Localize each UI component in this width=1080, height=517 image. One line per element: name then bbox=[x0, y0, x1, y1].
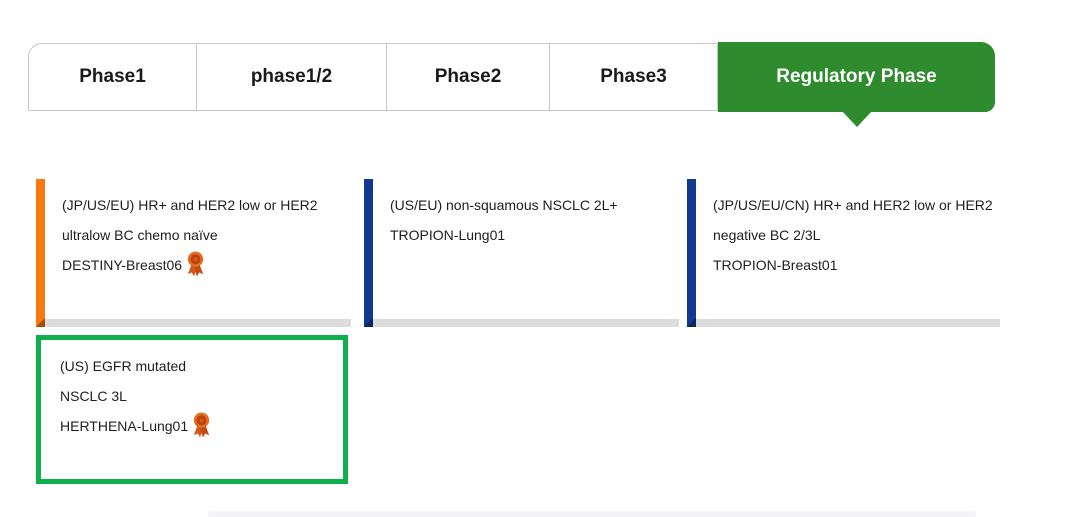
trial-name: HERTHENA-Lung01 bbox=[60, 418, 189, 434]
tab-phase1[interactable]: Phase1 bbox=[28, 43, 197, 111]
card-shadow bbox=[45, 319, 351, 327]
tab-regulatory-phase-active[interactable]: Regulatory Phase bbox=[718, 42, 995, 127]
trial-name: TROPION-Lung01 bbox=[390, 227, 506, 243]
active-tab-pointer-icon bbox=[841, 111, 872, 127]
tab-phase3[interactable]: Phase3 bbox=[550, 43, 718, 111]
tab-label: Phase1 bbox=[79, 66, 146, 87]
trial-card-tropion-breast01[interactable]: (JP/US/EU/CN) HR+ and HER2 low or HER2 n… bbox=[687, 179, 1000, 327]
phase-accent-bar bbox=[687, 179, 696, 327]
trial-description-line: (JP/US/EU/CN) HR+ and HER2 low or HER2 bbox=[713, 197, 993, 213]
card-body: (US/EU) non-squamous NSCLC 2L+ TROPION-L… bbox=[364, 179, 679, 319]
rosette-medal-icon bbox=[187, 251, 204, 277]
trial-description-line: (US/EU) non-squamous NSCLC 2L+ bbox=[390, 197, 618, 213]
tab-label: Phase2 bbox=[434, 66, 502, 87]
trial-description-line: negative BC 2/3L bbox=[713, 227, 821, 243]
tab-phase2[interactable]: Phase2 bbox=[387, 43, 550, 111]
trial-name-line: HERTHENA-Lung01 bbox=[60, 411, 335, 441]
phase-accent-bar bbox=[36, 179, 45, 327]
rosette-medal-icon bbox=[193, 412, 210, 438]
card-body: (US) EGFR mutated NSCLC 3L HERTHENA-Lung… bbox=[41, 340, 343, 479]
trial-description-line: (JP/US/EU) HR+ and HER2 low or HER2 bbox=[62, 197, 318, 213]
tab-label: phase1/2 bbox=[250, 66, 333, 87]
trial-description-line: ultralow BC chemo naïve bbox=[62, 227, 218, 243]
card-body: (JP/US/EU) HR+ and HER2 low or HER2 ultr… bbox=[36, 179, 351, 319]
trial-description-line: NSCLC 3L bbox=[60, 388, 127, 404]
trial-card-herthena-lung01-highlighted[interactable]: (US) EGFR mutated NSCLC 3L HERTHENA-Lung… bbox=[36, 335, 348, 484]
trial-card-destiny-breast06[interactable]: (JP/US/EU) HR+ and HER2 low or HER2 ultr… bbox=[36, 179, 351, 327]
trial-name: DESTINY-Breast06 bbox=[62, 257, 183, 273]
tab-label: Phase3 bbox=[600, 66, 667, 87]
card-body: (JP/US/EU/CN) HR+ and HER2 low or HER2 n… bbox=[687, 179, 1000, 319]
tab-phase1-2[interactable]: phase1/2 bbox=[197, 43, 387, 111]
trial-name: TROPION-Breast01 bbox=[713, 257, 838, 273]
phase-accent-bar bbox=[364, 179, 373, 327]
trial-name-line: DESTINY-Breast06 bbox=[62, 250, 343, 280]
tab-label: Regulatory Phase bbox=[776, 66, 937, 87]
phase-tab-bar: Phase1 phase1/2 Phase2 Phase3 Regulatory… bbox=[28, 42, 995, 128]
trial-card-tropion-lung01[interactable]: (US/EU) non-squamous NSCLC 2L+ TROPION-L… bbox=[364, 179, 679, 327]
trial-description-line: (US) EGFR mutated bbox=[60, 358, 187, 374]
card-shadow bbox=[373, 319, 679, 327]
next-section-top-edge bbox=[208, 511, 976, 517]
card-shadow bbox=[696, 319, 1000, 327]
